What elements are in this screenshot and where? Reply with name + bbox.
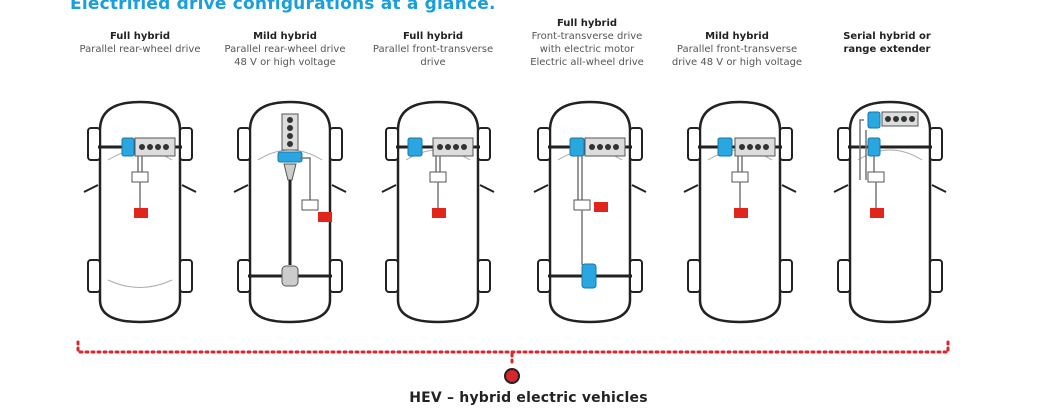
column-sub: Parallel front-transverse bbox=[676, 44, 798, 55]
column-sub: Parallel rear-wheel drive bbox=[79, 44, 201, 55]
car-diagram-rwd-full bbox=[83, 100, 197, 324]
car-diagram-fwd-mild bbox=[683, 100, 797, 324]
column-sub: Electric all-wheel drive bbox=[530, 57, 644, 68]
column-label-4: Full hybrid Front-transverse drive with … bbox=[512, 17, 662, 69]
car-diagram-serial bbox=[833, 100, 947, 324]
column-sub: Front-transverse drive bbox=[531, 31, 643, 42]
column-head: range extender bbox=[843, 44, 931, 55]
column-sub: with electric motor bbox=[539, 44, 635, 55]
car-diagram-awd bbox=[533, 100, 647, 324]
column-head: Full hybrid bbox=[402, 31, 464, 42]
column-label-1: Full hybrid Parallel rear-wheel drive bbox=[65, 30, 215, 56]
column-head: Mild hybrid bbox=[253, 31, 317, 42]
column-head: Full hybrid bbox=[109, 31, 171, 42]
column-head: Full hybrid bbox=[556, 18, 618, 29]
column-head: Mild hybrid bbox=[705, 31, 769, 42]
column-label-2: Mild hybrid Parallel rear-wheel drive 48… bbox=[210, 30, 360, 69]
column-label-6: Serial hybrid or range extender bbox=[812, 30, 962, 56]
column-head: Serial hybrid or bbox=[843, 31, 931, 42]
column-label-5: Mild hybrid Parallel front-transverse dr… bbox=[662, 30, 812, 69]
column-label-3: Full hybrid Parallel front-transverse dr… bbox=[358, 30, 508, 69]
car-diagram-rwd-mild bbox=[233, 100, 347, 324]
column-sub: drive bbox=[420, 57, 446, 68]
car-diagram-fwd-full bbox=[381, 100, 495, 324]
column-sub: Parallel front-transverse bbox=[372, 44, 494, 55]
hev-label: HEV – hybrid electric vehicles bbox=[409, 390, 648, 406]
column-sub: Parallel rear-wheel drive bbox=[224, 44, 346, 55]
column-sub: 48 V or high voltage bbox=[234, 57, 336, 68]
page-title: Electrified drive configurations at a gl… bbox=[70, 0, 496, 14]
column-sub: drive 48 V or high voltage bbox=[671, 57, 803, 68]
